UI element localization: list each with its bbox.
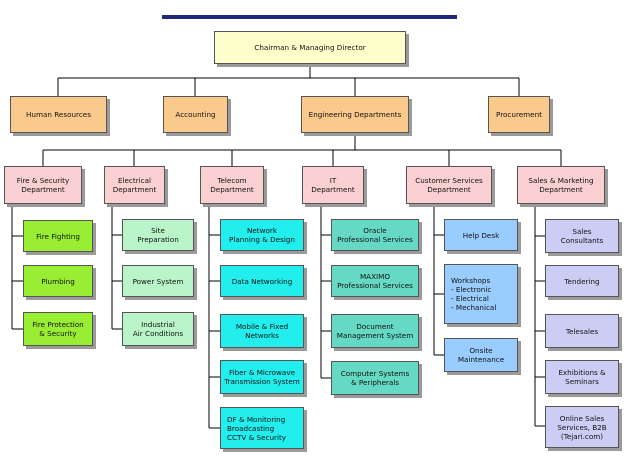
power-system-box: Power System [122, 265, 194, 297]
plumbing-box: Plumbing [23, 265, 93, 297]
oracle-professional-services-box: Oracle Professional Services [331, 219, 419, 251]
telecom-department-box: Telecom Department [200, 166, 264, 204]
online-sales-services-box: Online Sales Services, B2B (Tejari.com) [545, 406, 619, 448]
sales-marketing-department-box: Sales & Marketing Department [517, 166, 605, 204]
site-preparation-box: Site Preparation [122, 219, 194, 251]
mobile-fixed-networks-box: Mobile & Fixed Networks [220, 314, 304, 348]
help-desk-box: Help Desk [444, 219, 518, 251]
fiber-microwave-transmission-box: Fiber & Microwave Transmission System [220, 360, 304, 394]
it-department-box: IT Department [302, 166, 364, 204]
network-planning-design-box: Network Planning & Design [220, 219, 304, 251]
maximo-professional-services-box: MAXIMO Professional Services [331, 265, 419, 297]
sales-consultants-box: Sales Consultants [545, 219, 619, 253]
document-management-system-box: Document Management System [331, 314, 419, 348]
chairman-box: Chairman & Managing Director [214, 31, 406, 64]
workshops-box: Workshops - Electronic - Electrical - Me… [444, 264, 518, 324]
procurement-box: Procurement [488, 96, 550, 133]
customer-services-department-box: Customer Services Department [406, 166, 492, 204]
data-networking-box: Data Networking [220, 265, 304, 297]
df-monitoring-broadcasting-cctv-box: DF & Monitoring Broadcasting CCTV & Secu… [220, 407, 304, 449]
telesales-box: Telesales [545, 314, 619, 348]
title-bar [162, 15, 457, 19]
fire-fighting-box: Fire Fighting [23, 220, 93, 252]
engineering-departments-box: Engineering Departments [301, 96, 409, 133]
accounting-box: Accounting [163, 96, 228, 133]
human-resources-box: Human Resources [10, 96, 107, 133]
exhibitions-seminars-box: Exhibitions & Seminars [545, 360, 619, 394]
computer-systems-peripherals-box: Computer Systems & Peripherals [331, 361, 419, 395]
fire-security-department-box: Fire & Security Department [4, 166, 82, 204]
industrial-air-conditions-box: Industrial Air Conditions [122, 312, 194, 346]
fire-protection-security-box: Fire Protection & Security [23, 312, 93, 346]
onsite-maintenance-box: Onsite Maintenance [444, 338, 518, 372]
tendering-box: Tendering [545, 265, 619, 297]
electrical-department-box: Electrical Department [104, 166, 165, 204]
